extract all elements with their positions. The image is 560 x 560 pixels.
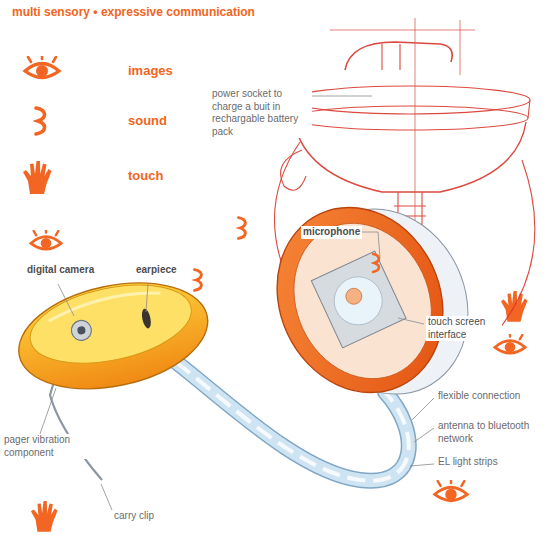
part-label: digital camera: [25, 264, 96, 277]
leader-line: [310, 96, 372, 97]
part-label: touch screen interface: [426, 316, 502, 341]
camera-lens: [70, 319, 94, 343]
leader-line: [410, 464, 434, 466]
shell-outline: [500, 160, 535, 328]
part-label: carry clip: [112, 510, 156, 523]
sense-label: touch: [126, 168, 165, 184]
hand-icon: [31, 501, 58, 532]
screen-image: [326, 269, 390, 333]
part-label: flexible connection: [436, 390, 522, 403]
handle-outline: [382, 44, 400, 70]
camera-lens: [77, 326, 86, 335]
shell-outline: [294, 122, 526, 192]
hand-icon: [23, 161, 52, 194]
ear-unit: [9, 267, 218, 405]
leader-line: [398, 318, 424, 324]
eye-icon: [31, 229, 61, 249]
part-label: earpiece: [134, 264, 179, 277]
disk-outline: [292, 106, 528, 130]
leader-line: [58, 284, 74, 316]
page-title: multi sensory • expressive communication: [12, 5, 255, 19]
handle-outline: [345, 42, 452, 70]
touch-screen: [311, 251, 406, 348]
leader-line: [101, 484, 112, 510]
screen-image: [343, 286, 364, 307]
leader-line: [40, 388, 56, 434]
sound-icon: [195, 270, 202, 291]
part-label: microphone: [301, 226, 362, 239]
part-label: EL light strips: [436, 456, 500, 469]
sound-icon: [239, 218, 246, 239]
leader-line: [414, 428, 434, 442]
rim: [247, 180, 472, 420]
leader-line: [146, 284, 148, 312]
highlight: [47, 287, 162, 321]
leader-line: [362, 232, 380, 258]
microphone-mark: [373, 254, 379, 272]
leader-line: [412, 398, 434, 420]
part-label: power socket to charge a buit in recharg…: [210, 88, 312, 138]
ear-face: [23, 272, 198, 377]
ear-body: [9, 267, 218, 405]
sense-label: images: [126, 63, 175, 79]
sense-label: sound: [126, 113, 169, 129]
leader-lines: [40, 96, 434, 510]
part-label: pager vibration component: [2, 434, 94, 459]
socket-outline: [281, 150, 306, 190]
eye-icon: [435, 479, 467, 500]
part-label: antenna to bluetooth network: [436, 420, 548, 445]
face: [269, 201, 456, 402]
eye-icon: [25, 55, 59, 78]
sound-icon: [36, 108, 45, 134]
disk-outline: [290, 100, 530, 118]
